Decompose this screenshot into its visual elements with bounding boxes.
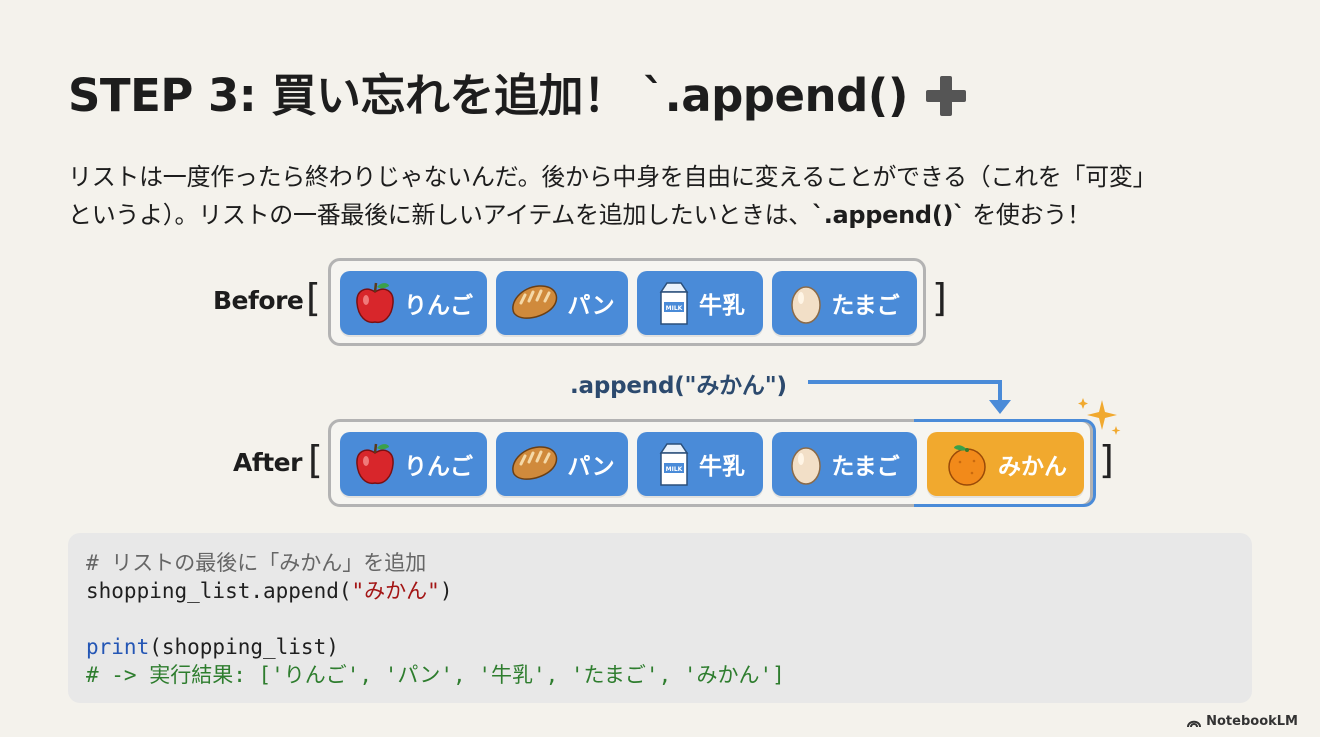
description-line-2-tail: を使おう！ [964,201,1091,229]
down-arrow-icon [808,380,1011,414]
code-append-line: shopping_list.append("みかん") [86,577,1234,605]
brand-label: NotebookLM [1206,714,1298,729]
orange-icon [948,445,986,486]
before-close-bracket: ] [932,276,947,320]
item-label: りんご [404,293,473,319]
description-append-code: `.append()` [812,201,965,229]
before-label: Before [213,286,304,315]
after-item-egg: たまご [772,432,917,496]
item-label: みかん [998,454,1067,480]
plus-icon [922,72,970,120]
description-line-2: というよ）。リストの一番最後に新しいアイテムを追加したいときは、`.append… [68,196,1258,234]
append-call-label: .append("みかん") [570,373,787,399]
bread-icon [512,285,558,319]
code-block: # リストの最後に「みかん」を追加 shopping_list.append("… [68,533,1252,703]
code-print-line: print(shopping_list) [86,633,1234,661]
code-print-args: (shopping_list) [149,635,339,659]
before-item-bread: パン [496,271,628,335]
after-item-bread: パン [496,432,628,496]
code-comment-2: # -> 実行結果: ['りんご', 'パン', '牛乳', 'たまご', 'み… [86,663,785,687]
code-paren: ) [439,579,453,603]
sparkle-icon [1078,398,1121,435]
item-label: りんご [404,454,473,480]
after-item-orange: みかん [927,432,1084,496]
milk-carton-icon: MILK [659,443,689,486]
item-label: 牛乳 [699,293,745,319]
notebooklm-logo-icon [1187,720,1202,727]
svg-text:MILK: MILK [666,466,683,473]
notebooklm-brand: NotebookLM [1187,714,1298,729]
before-open-bracket: [ [306,276,321,320]
after-item-milk: MILK 牛乳 [637,432,763,496]
after-open-bracket: [ [308,438,323,482]
after-label: After [233,448,302,477]
svg-text:MILK: MILK [666,305,683,312]
code-string: "みかん" [351,579,440,603]
item-label: 牛乳 [699,454,745,480]
description-line-2-text: というよ）。リストの一番最後に新しいアイテムを追加したいときは、 [68,201,812,229]
before-item-apple: りんご [340,271,487,335]
page-title-text: STEP 3: 買い忘れを追加！ `.append() [68,69,908,122]
code-append-call: shopping_list.append( [86,579,352,603]
item-label: たまご [831,293,900,319]
description: リストは一度作ったら終わりじゃないんだ。後から中身を自由に変えることができる（こ… [68,158,1258,234]
apple-icon [356,443,394,485]
egg-icon [791,286,822,324]
item-label: パン [567,293,615,319]
after-close-bracket: ] [1099,438,1114,482]
milk-carton-icon: MILK [659,282,689,325]
item-label: たまご [831,454,900,480]
code-print-keyword: print [86,635,150,659]
egg-icon [791,447,822,485]
apple-icon [356,282,394,324]
item-label: パン [567,454,615,480]
code-blank-line [86,605,1234,633]
bread-icon [512,446,558,480]
after-list: りんご パン MILK 牛乳 たまご みかん [328,419,1096,507]
page-title: STEP 3: 買い忘れを追加！ `.append() [68,66,970,126]
code-comment-1: # リストの最後に「みかん」を追加 [86,551,427,575]
before-list: りんご パン MILK 牛乳 たまご [328,258,926,346]
before-item-milk: MILK 牛乳 [637,271,763,335]
new-item-highlight [914,419,1096,507]
after-item-apple: りんご [340,432,487,496]
before-item-egg: たまご [772,271,917,335]
description-line-1: リストは一度作ったら終わりじゃないんだ。後から中身を自由に変えることができる（こ… [68,163,1157,191]
